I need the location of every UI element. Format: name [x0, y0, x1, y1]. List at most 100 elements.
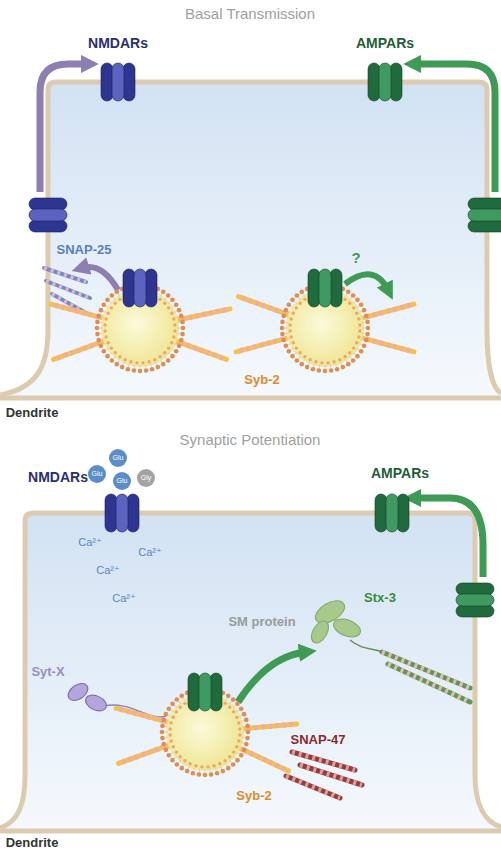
receptor-subunit: [123, 269, 135, 307]
syb2-helix: [116, 708, 170, 722]
glycine-ligand: [137, 469, 155, 487]
lipid-head: [314, 360, 317, 363]
lipid-head: [118, 298, 121, 301]
lipid-tail: [103, 343, 107, 345]
lipid-head: [362, 308, 367, 313]
receptor-label: NMDARs: [88, 36, 148, 51]
lipid-head: [235, 758, 240, 763]
ligand-label: Glu: [113, 454, 124, 462]
lipid-head: [96, 338, 101, 343]
lipid-tail: [298, 356, 301, 359]
lipid-head: [179, 766, 184, 771]
lipid-head: [237, 739, 240, 742]
lipid-tail: [174, 343, 178, 345]
lipid-tail: [113, 356, 116, 359]
lipid-tail: [236, 710, 239, 712]
trafficking-arrow: [414, 498, 483, 577]
fusion-arrow: [345, 274, 388, 290]
lipid-tail: [164, 732, 168, 733]
receptor-subunit: [456, 583, 494, 595]
lipid-head: [317, 368, 322, 373]
lipid-tail: [361, 338, 365, 339]
syb2-helix: [175, 309, 230, 321]
protein-label: Syb-2: [236, 789, 271, 803]
syb2-helix: [119, 744, 172, 763]
lipid-head: [110, 306, 113, 309]
lipid-head: [170, 758, 175, 763]
lipid-head: [103, 329, 106, 332]
syb2-helix: [360, 304, 414, 318]
lipid-head: [355, 298, 360, 303]
lipid-tail: [101, 338, 105, 339]
lipid-head: [303, 355, 306, 358]
lipid-head: [173, 329, 176, 332]
snap47-helix: [286, 776, 340, 798]
protein-label: SNAP-25: [57, 243, 112, 257]
ampa-receptor: [375, 494, 409, 532]
receptor-subunit: [468, 198, 501, 210]
ion-label: Ca²⁺: [96, 564, 120, 576]
receptor-subunit: [386, 494, 398, 532]
panel-heading: Synaptic Potentiation: [180, 432, 321, 449]
lipid-tail: [164, 737, 168, 739]
lipid-head: [280, 332, 285, 337]
lipid-head: [357, 317, 360, 320]
lipid-head: [355, 312, 358, 315]
lipid-tail: [362, 333, 366, 335]
lipid-head: [288, 329, 291, 332]
lipid-tail: [168, 352, 171, 355]
lipid-head: [172, 317, 175, 320]
lipid-head: [245, 724, 250, 729]
lipid-tail: [183, 763, 185, 766]
lipid-head: [228, 706, 231, 709]
lipid-tail: [199, 769, 201, 773]
lipid-head: [175, 762, 180, 767]
lipid-head: [200, 765, 203, 768]
lipid-tail: [168, 301, 171, 304]
lipid-tail: [294, 352, 297, 355]
lipid-head: [218, 762, 221, 765]
lipid-head: [161, 362, 166, 367]
lipid-head: [120, 365, 125, 370]
receptor-subunit: [375, 494, 387, 532]
ampa-receptor: [468, 198, 501, 232]
lipid-head: [295, 346, 298, 349]
lipid-head: [289, 317, 292, 320]
receptor-subunit: [368, 63, 380, 101]
lipid-head: [352, 306, 355, 309]
lipid-tail: [106, 306, 109, 308]
receptor-subunit: [319, 269, 331, 307]
lipid-tail: [313, 364, 314, 368]
lipid-head: [167, 346, 170, 349]
lipid-tail: [109, 352, 112, 355]
lipid-tail: [286, 338, 290, 339]
lipid-head: [295, 358, 300, 363]
lipid-head: [203, 773, 208, 778]
lipid-head: [364, 338, 369, 343]
lipid-head: [102, 349, 107, 354]
region-label: Dendrite: [6, 406, 59, 420]
lipid-tail: [284, 328, 288, 329]
lipid-head: [238, 733, 241, 736]
spine-membrane: [0, 82, 501, 395]
ligand-label: Gly: [141, 474, 152, 482]
lipid-head: [284, 308, 289, 313]
lipid-head: [244, 742, 249, 747]
lipid-head: [329, 368, 334, 373]
lipid-head: [179, 694, 184, 699]
ampa-receptor: [188, 673, 222, 711]
ampa-receptor: [368, 63, 402, 101]
lipid-tail: [286, 316, 290, 317]
lipid-head: [172, 745, 175, 748]
lipid-tail: [145, 365, 147, 369]
fusion-arrow: [82, 267, 118, 290]
lipid-head: [309, 358, 312, 361]
lipid-head: [168, 733, 171, 736]
lipid-head: [163, 302, 166, 305]
lipid-tail: [225, 698, 227, 701]
stx3-helix: [388, 664, 470, 702]
lipid-tail: [164, 356, 167, 359]
lipid-tail: [171, 306, 174, 308]
trafficking-arrow: [414, 64, 495, 192]
lipid-head: [281, 314, 286, 319]
